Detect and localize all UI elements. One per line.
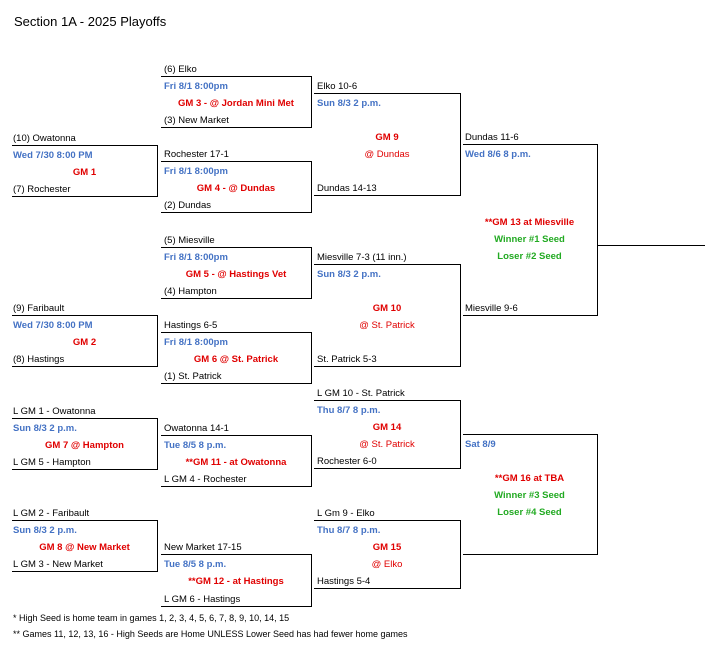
game-time: Tue 8/5 8 p.m. — [164, 440, 227, 451]
game-label: GM 8 @ New Market — [39, 542, 130, 553]
game-label: **GM 12 - at Hastings — [188, 576, 284, 587]
game-time: Sun 8/3 2 p.m. — [13, 423, 77, 434]
game-label: GM 5 - @ Hastings Vet — [185, 269, 287, 280]
team-bottom: (8) Hastings — [13, 354, 65, 365]
team-top: L GM 10 - St. Patrick — [317, 388, 405, 399]
game-site: @ St. Patrick — [359, 320, 415, 331]
team-bottom: (2) Dundas — [164, 200, 211, 211]
team-bottom: (4) Hampton — [164, 286, 217, 297]
team-bottom: L GM 6 - Hastings — [164, 594, 241, 605]
winner-note: Winner #3 Seed — [494, 490, 565, 501]
game-time: Wed 8/6 8 p.m. — [465, 149, 531, 160]
team-bottom: L GM 5 - Hampton — [13, 457, 91, 468]
game-time: Thu 8/7 8 p.m. — [317, 525, 381, 536]
game-label: GM 7 @ Hampton — [45, 440, 124, 451]
game-site: @ St. Patrick — [359, 439, 415, 450]
game-time: Sat 8/9 — [465, 439, 496, 450]
game-site: @ Dundas — [364, 149, 410, 160]
team-top: L GM 1 - Owatonna — [13, 406, 96, 417]
game-site: @ Elko — [371, 559, 403, 570]
game-label: GM 4 - @ Dundas — [196, 183, 276, 194]
game-label: GM 1 — [72, 167, 97, 178]
game-label: GM 6 @ St. Patrick — [193, 354, 279, 365]
game-label: GM 15 — [372, 542, 402, 553]
team-bottom: St. Patrick 5-3 — [317, 354, 377, 365]
page-title: Section 1A - 2025 Playoffs — [14, 14, 167, 29]
team-bottom: Rochester 6-0 — [317, 456, 377, 467]
team-bottom: (7) Rochester — [13, 184, 71, 195]
team-top: Dundas 11-6 — [465, 132, 519, 143]
game-label: **GM 11 - at Owatonna — [185, 457, 287, 468]
team-bottom: Hastings 5-4 — [317, 576, 371, 587]
team-top: Hastings 6-5 — [164, 320, 218, 331]
game-time: Wed 7/30 8:00 PM — [13, 320, 93, 331]
team-bottom: (3) New Market — [164, 115, 229, 126]
loser-note: Loser #2 Seed — [497, 251, 562, 262]
footnote-1: * High Seed is home team in games 1, 2, … — [13, 613, 290, 623]
team-top: Miesville 7-3 (11 inn.) — [317, 252, 407, 263]
game-label: GM 3 - @ Jordan Mini Met — [178, 98, 294, 109]
footnote-2: ** Games 11, 12, 13, 16 - High Seeds are… — [13, 629, 408, 639]
game-time: Fri 8/1 8:00pm — [164, 337, 228, 348]
game-time: Fri 8/1 8:00pm — [164, 252, 228, 263]
team-top: Elko 10-6 — [317, 81, 358, 92]
team-bottom: Dundas 14-13 — [317, 183, 377, 194]
game-label: GM 14 — [372, 422, 402, 433]
game-time: Sun 8/3 2 p.m. — [13, 525, 77, 536]
team-bottom: L GM 3 - New Market — [13, 559, 103, 570]
game-time: Sun 8/3 2 p.m. — [317, 269, 381, 280]
game-time: Tue 8/5 8 p.m. — [164, 559, 227, 570]
team-top: (5) Miesville — [164, 235, 215, 246]
team-bottom: Miesville 9-6 — [465, 303, 518, 314]
game-time: Fri 8/1 8:00pm — [164, 81, 228, 92]
team-top: L GM 2 - Faribault — [13, 508, 90, 519]
game-label: **GM 16 at TBA — [494, 473, 565, 484]
team-top: (6) Elko — [164, 64, 197, 75]
team-top: (10) Owatonna — [13, 133, 76, 144]
team-top: Owatonna 14-1 — [164, 423, 229, 434]
game-label: GM 2 — [72, 337, 97, 348]
game-time: Fri 8/1 8:00pm — [164, 166, 228, 177]
team-top: (9) Faribault — [13, 303, 65, 314]
game-label: GM 10 — [372, 303, 402, 314]
game-time: Wed 7/30 8:00 PM — [13, 150, 93, 161]
team-bottom: L GM 4 - Rochester — [164, 474, 247, 485]
team-top: Rochester 17-1 — [164, 149, 229, 160]
team-bottom: (1) St. Patrick — [164, 371, 222, 382]
team-top: L Gm 9 - Elko — [317, 508, 375, 519]
loser-note: Loser #4 Seed — [497, 507, 562, 518]
game-label: GM 9 — [375, 132, 399, 143]
winner-note: Winner #1 Seed — [494, 234, 565, 245]
game-label: **GM 13 at Miesville — [484, 217, 575, 228]
team-top: New Market 17-15 — [164, 542, 242, 553]
game-time: Sun 8/3 2 p.m. — [317, 98, 381, 109]
game-time: Thu 8/7 8 p.m. — [317, 405, 381, 416]
